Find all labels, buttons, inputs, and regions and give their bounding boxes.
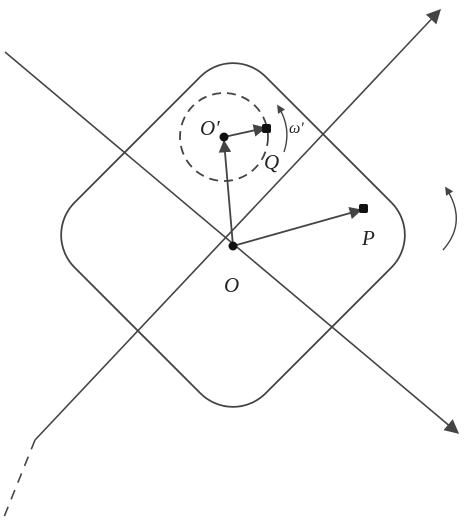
- axis-up-right: [34, 8, 441, 441]
- vector-o-to-p: [232, 207, 363, 247]
- point-q: [262, 124, 271, 133]
- vector-o-to-o-prime: [218, 139, 234, 247]
- rotation-arrow-inner-icon: [277, 104, 288, 153]
- label-point-p: P: [361, 226, 375, 250]
- label-omega-prime: ω': [289, 120, 304, 137]
- dashed-circle-around-o-prime: [179, 92, 269, 182]
- point-p: [359, 204, 368, 213]
- point-o-prime: [219, 132, 229, 142]
- point-o: [228, 241, 238, 251]
- axis-up-right-dashed-extension: [1, 439, 36, 523]
- label-origin-o: O: [224, 273, 239, 297]
- label-point-q: Q: [264, 150, 279, 174]
- vector-o-prime-to-q: [223, 124, 267, 138]
- label-moving-origin-o-prime: O′: [200, 116, 220, 140]
- rotation-arrow-outer-icon: [442, 186, 457, 251]
